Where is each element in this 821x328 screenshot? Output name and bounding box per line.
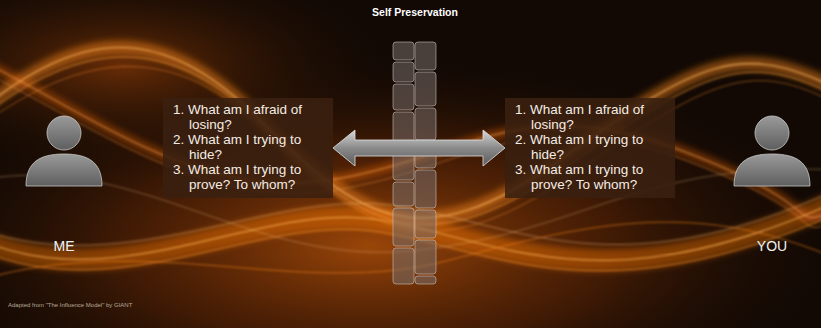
question-box: 1. What am I afraid of losing?2. What am… (505, 98, 675, 198)
person-icon (22, 112, 106, 254)
brick (393, 248, 414, 284)
source-note: Adapted from "The Influence Model" by GI… (8, 302, 132, 308)
question-item: 1. What am I afraid of losing? (173, 102, 325, 132)
person-node: ME (22, 112, 106, 254)
brick (415, 276, 436, 284)
question-item: 1. What am I afraid of losing? (515, 102, 667, 132)
brick (415, 170, 436, 208)
brick (415, 240, 436, 274)
person-body (734, 154, 810, 186)
person-label: ME (22, 238, 106, 254)
brick (393, 182, 414, 206)
brick (393, 42, 414, 60)
person-head (755, 116, 789, 150)
wave-glow (0, 48, 821, 261)
wall-title: Self Preservation (370, 6, 460, 18)
question-item: 2. What am I trying to hide? (515, 132, 667, 162)
person-label: YOU (730, 238, 814, 254)
person-head (47, 116, 81, 150)
double-arrow (333, 130, 505, 166)
person-icon (730, 112, 814, 254)
brick (415, 72, 436, 106)
question-item: 3. What am I trying to prove? To whom? (515, 162, 667, 192)
brick (393, 208, 414, 246)
person-node: YOU (730, 112, 814, 254)
question-box: 1. What am I afraid of losing?2. What am… (163, 98, 333, 198)
person-body (26, 154, 102, 186)
brick (415, 108, 436, 140)
brick (415, 42, 436, 70)
wave-lines (0, 48, 821, 281)
question-item: 2. What am I trying to hide? (173, 132, 325, 162)
brick (415, 210, 436, 238)
brick (393, 84, 414, 110)
question-item: 3. What am I trying to prove? To whom? (173, 162, 325, 192)
brick (393, 62, 414, 82)
